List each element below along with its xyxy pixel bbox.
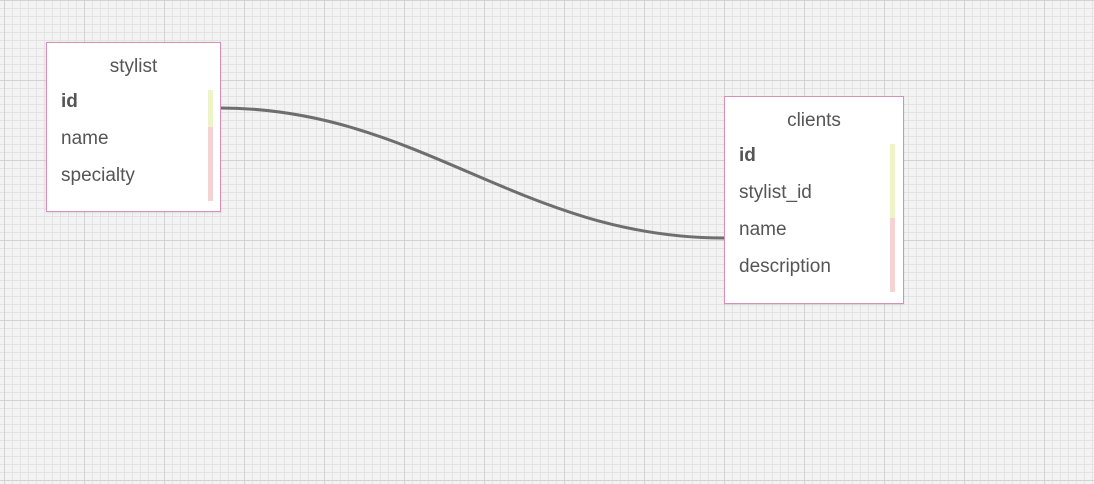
key-indicator-bar [208,90,213,127]
table-title-stylist: stylist [109,56,158,77]
key-indicator-bar [890,144,895,218]
field-clients-description[interactable]: description [739,256,831,277]
field-clients-name[interactable]: name [739,219,787,240]
field-list-stylist: id name specialty [47,83,220,194]
table-title-clients: clients [787,110,841,131]
field-clients-stylist-id[interactable]: stylist_id [739,182,812,203]
field-indicator-bar [208,127,213,201]
field-indicator-bar [890,218,895,292]
field-list-clients: id stylist_id name description [725,137,903,285]
field-stylist-id[interactable]: id [61,91,78,112]
field-stylist-specialty[interactable]: specialty [61,165,135,186]
table-clients[interactable]: clients id stylist_id name description [724,96,904,304]
field-clients-id[interactable]: id [739,145,756,166]
table-stylist[interactable]: stylist id name specialty [46,42,221,212]
field-stylist-name[interactable]: name [61,128,109,149]
